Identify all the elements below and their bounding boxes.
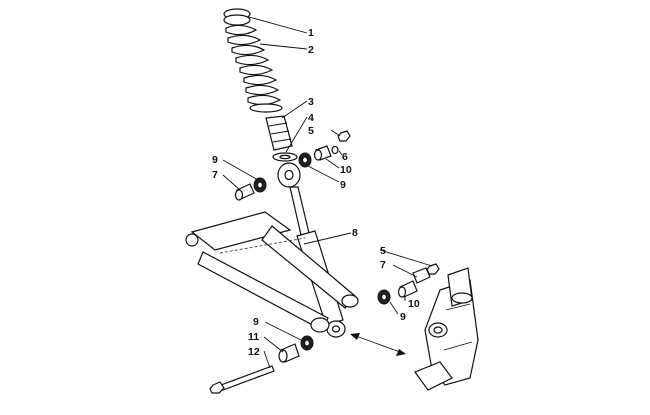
- upper-bushing-left: [234, 183, 255, 201]
- washer: [272, 152, 298, 162]
- lower-bushing-right-2: [412, 267, 431, 284]
- callout-5-upper: 5: [308, 125, 314, 137]
- spring-retainer-clip: [223, 8, 251, 26]
- leader-lines: [222, 16, 433, 369]
- callout-9-lower-left: 9: [253, 316, 259, 328]
- callout-8: 8: [352, 227, 358, 239]
- callout-11: 11: [248, 331, 259, 343]
- callout-labels: 1 2 3 4 5 6 10 9 9 7 8 5 7 10 9 9 11 12: [212, 27, 420, 358]
- upper-bearing-left: [253, 177, 267, 193]
- upper-bushing-right: [313, 145, 332, 161]
- lower-bearing-left: [300, 335, 314, 351]
- callout-9-lower-right: 9: [400, 311, 406, 323]
- callout-10-lower: 10: [408, 298, 420, 310]
- callout-4: 4: [308, 112, 314, 124]
- callout-7-upper: 7: [212, 169, 218, 181]
- a-arm: [185, 211, 359, 333]
- callout-9-upper-right: 9: [340, 179, 346, 191]
- coil-spring: [225, 24, 283, 113]
- lower-bearing-right: [377, 289, 391, 305]
- callout-9-upper-left: 9: [212, 154, 218, 166]
- upper-nut: [337, 130, 351, 142]
- callout-6: 6: [342, 151, 348, 163]
- spindle-knuckle: [414, 267, 479, 391]
- lower-bushing-right: [397, 280, 418, 298]
- callout-12: 12: [248, 346, 260, 358]
- upper-washer-small: [331, 145, 339, 155]
- lower-bolt: [209, 365, 275, 394]
- lower-spacer: [278, 343, 300, 363]
- callout-7-lower: 7: [380, 259, 386, 271]
- callout-5-lower: 5: [380, 245, 386, 257]
- callout-10-upper: 10: [340, 164, 352, 176]
- callout-2: 2: [308, 44, 314, 56]
- movement-arrow: [350, 333, 406, 356]
- upper-bearing-right: [298, 152, 312, 168]
- callout-1: 1: [308, 27, 314, 39]
- lower-nut: [426, 263, 440, 275]
- bump-stop: [265, 115, 293, 151]
- callout-3: 3: [308, 96, 314, 108]
